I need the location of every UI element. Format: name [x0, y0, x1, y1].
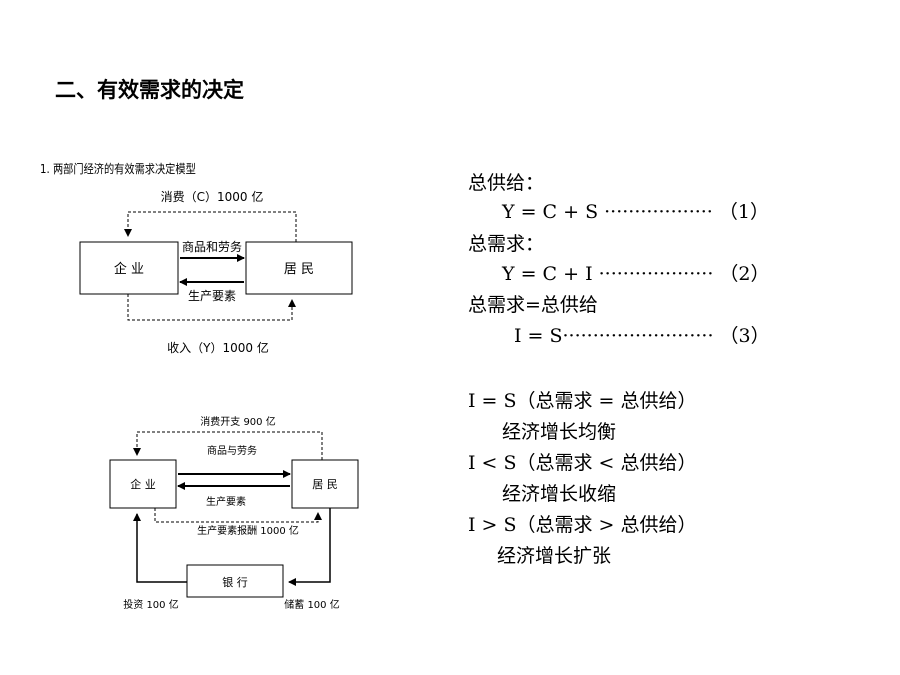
diagram2-factor-pay-label: 生产要素报酬 1000 亿: [197, 524, 299, 537]
diagram2-savings-flow: [288, 508, 331, 586]
condition-greater-result: 经济增长扩张: [497, 545, 612, 567]
condition-equal-result: 经济增长均衡: [502, 421, 617, 443]
diagram1-consumption-label: 消费（C）1000 亿: [161, 189, 264, 204]
supply-equation: Y = C + S ·················· （1）: [502, 201, 769, 223]
diagram2-household-box: [291, 459, 359, 509]
diagram1-consumption-flow: [124, 211, 297, 242]
diagram1-household-label: 居 民: [284, 262, 314, 277]
diagram2-factors-label: 生产要素: [206, 495, 246, 508]
diagram2-household-label: 居 民: [312, 478, 338, 491]
diagram1-firm-box: [79, 241, 179, 295]
diagram1-income-label: 收入（Y）1000 亿: [167, 340, 269, 355]
diagram2-factor-pay-flow: [154, 508, 322, 523]
diagram1-subtitle: 1. 两部门经济的有效需求决定模型: [40, 162, 196, 176]
diagram2-bank-box: [186, 564, 284, 598]
balance-label: 总需求=总供给: [468, 294, 598, 316]
diagram2-bank-label: 银 行: [222, 575, 248, 589]
diagram2-firm-box: [109, 459, 177, 509]
diagram1-factors-label: 生产要素: [188, 289, 236, 303]
condition-equal: I = S（总需求 = 总供给）: [468, 390, 697, 412]
supply-label: 总供给：: [468, 172, 545, 194]
condition-less-result: 经济增长收缩: [502, 483, 617, 505]
diagram1-firm-label: 企 业: [114, 261, 144, 277]
condition-greater: I > S（总需求 > 总供给）: [468, 514, 697, 536]
diagram2-consumption-flow: [133, 431, 323, 460]
diagram2-investment-label: 投资 100 亿: [123, 598, 178, 611]
diagram1-household-box: [245, 241, 353, 295]
page-title: 二、有效需求的决定: [55, 78, 244, 102]
diagram2-investment-flow: [133, 513, 187, 583]
diagram2-consumption-label: 消费开支 900 亿: [200, 415, 275, 428]
diagram2-firm-label: 企 业: [130, 477, 156, 491]
condition-less: I < S（总需求 < 总供给）: [468, 452, 697, 474]
diagram1-goods-label: 商品和劳务: [182, 239, 242, 254]
diagram2-goods-label: 商品与劳务: [207, 444, 257, 457]
diagram1-income-flow: [127, 294, 296, 321]
diagram2-savings-label: 储蓄 100 亿: [284, 598, 339, 611]
diagram2: 企 业 居 民 银 行 消费开支 900 亿 商品与劳务 生产要素 生产要素报酬…: [109, 415, 359, 611]
demand-label: 总需求：: [468, 233, 545, 255]
balance-equation: I = S························· （3）: [514, 325, 770, 347]
demand-equation: Y = C + I ··················· （2）: [502, 263, 770, 285]
diagram1: 企 业 居 民 消费（C）1000 亿 商品和劳务 生产要素 收入（Y）1000…: [79, 189, 353, 355]
